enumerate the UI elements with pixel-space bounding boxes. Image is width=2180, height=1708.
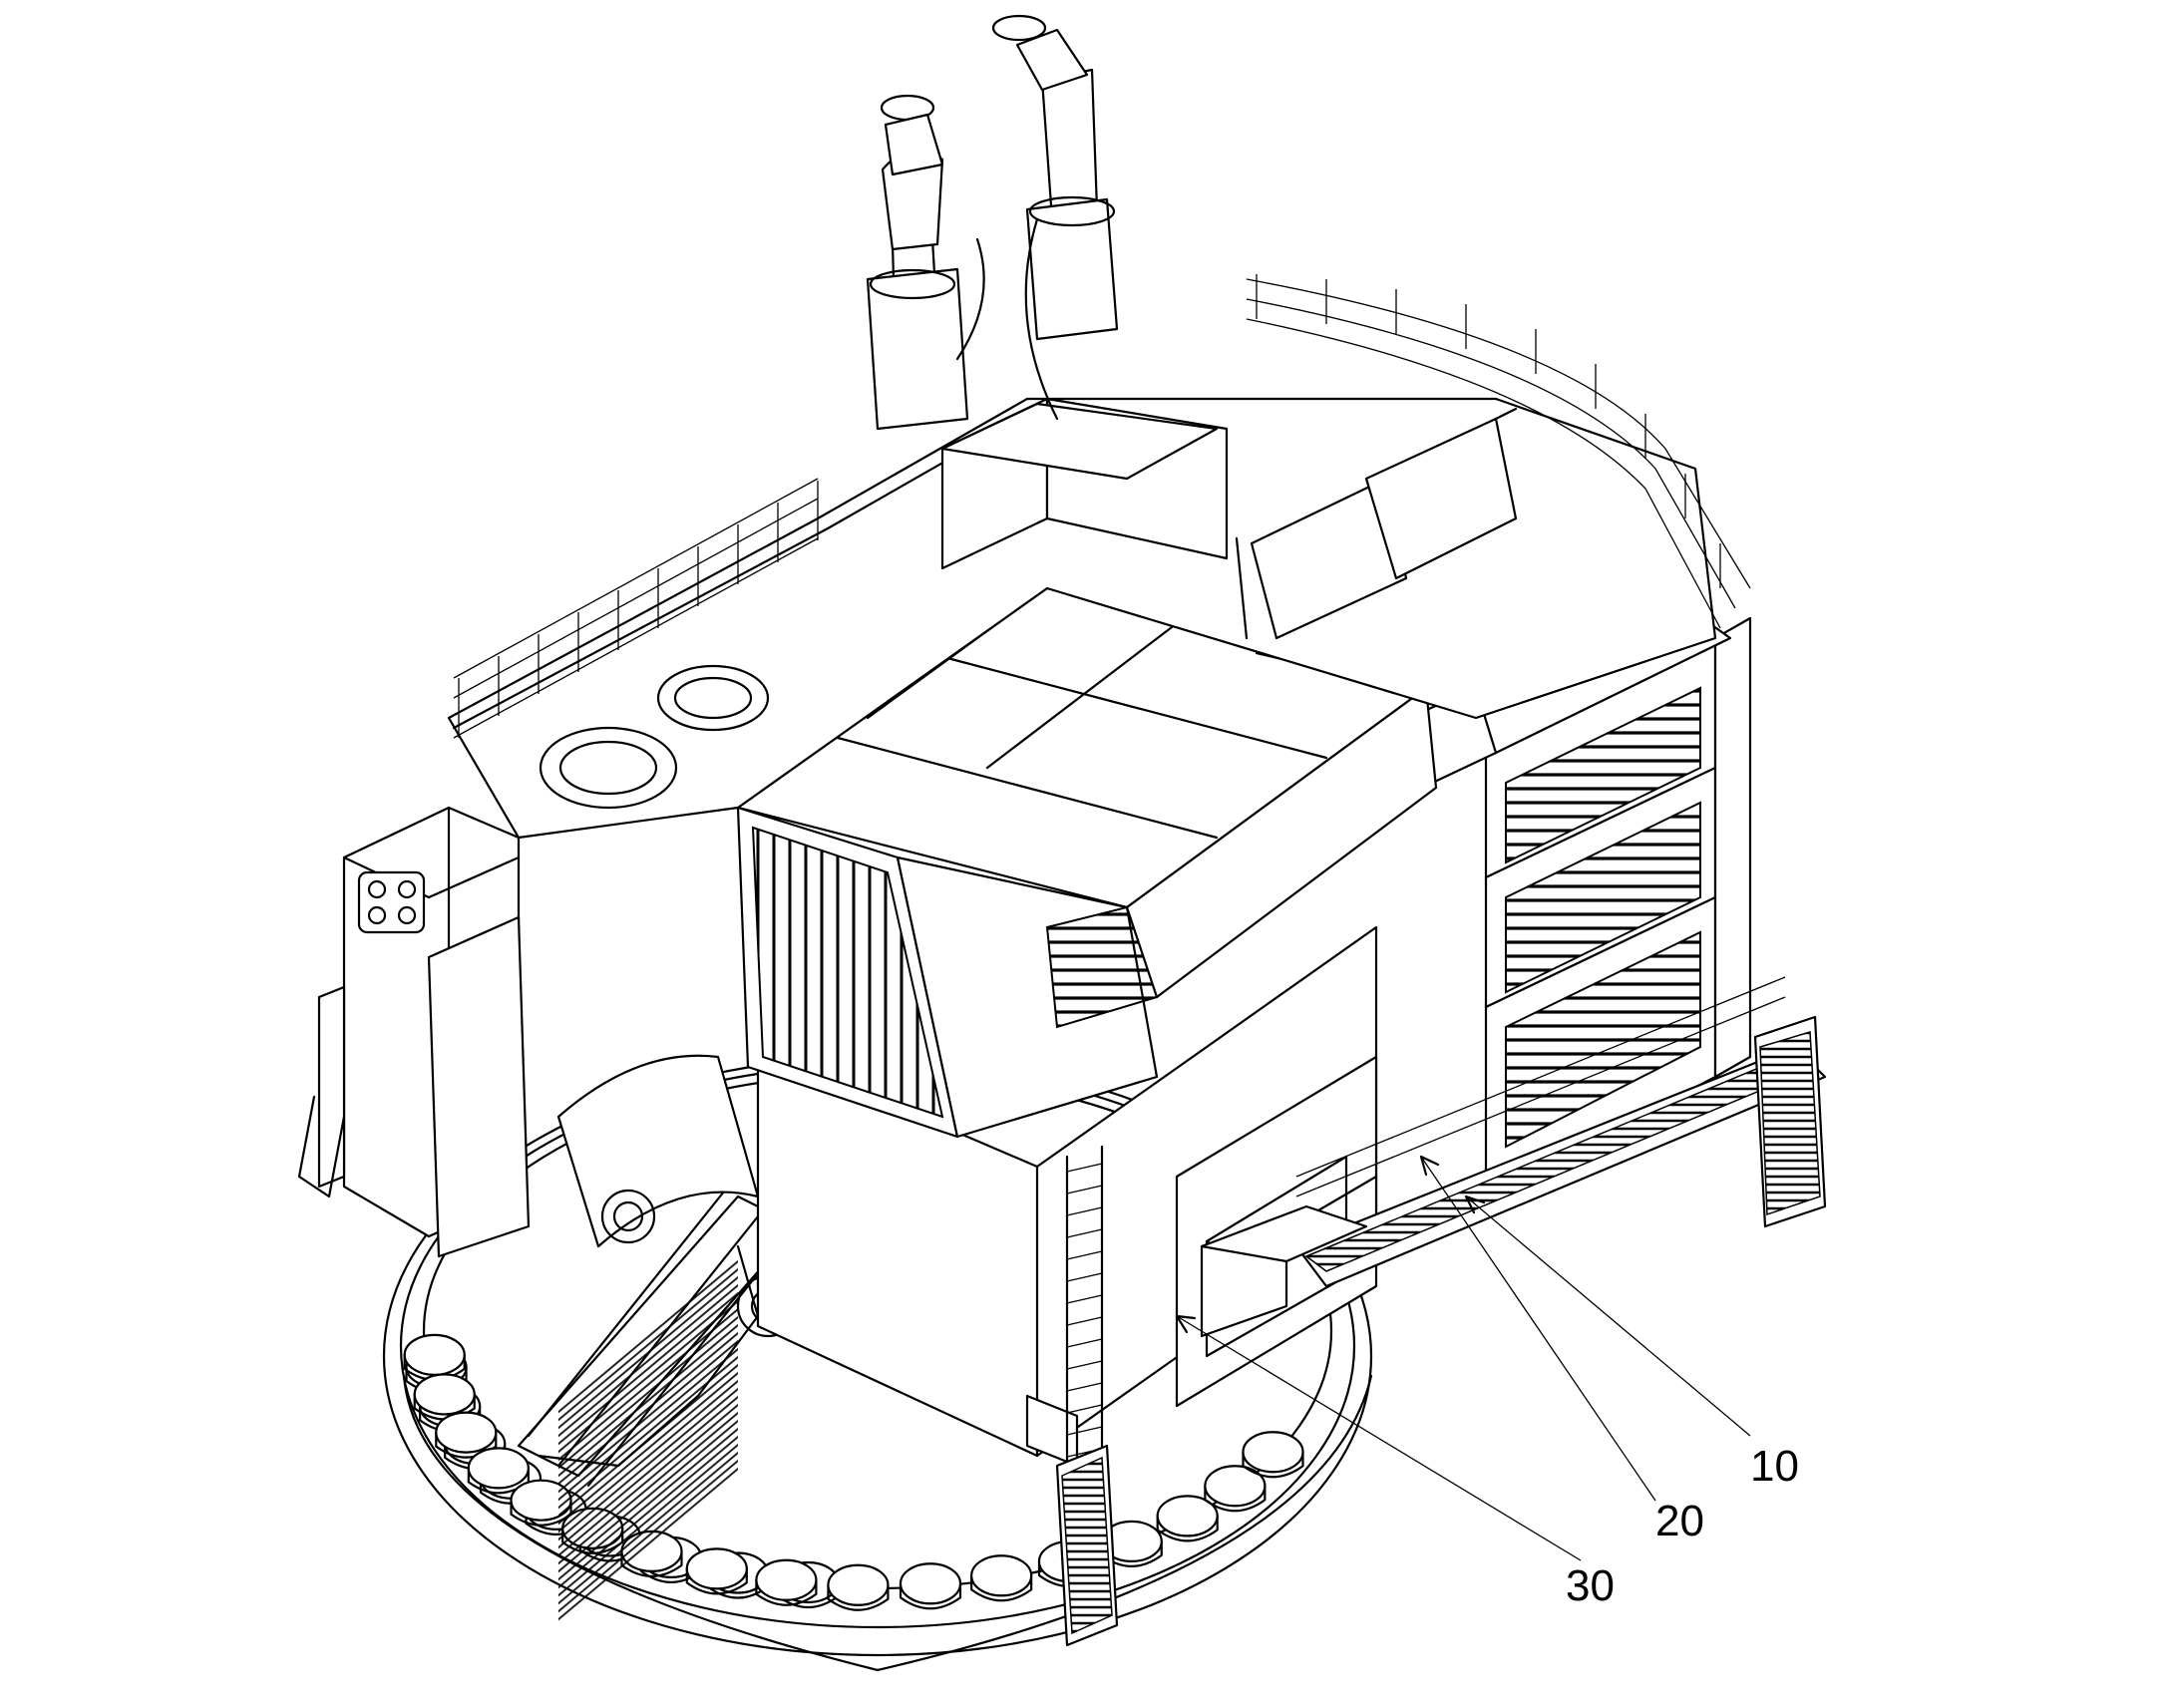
ladder-rung: [1066, 1163, 1103, 1173]
counterweight-puck: [970, 1554, 1033, 1602]
ladder-rung: [1066, 1185, 1103, 1195]
left-cabinet: [297, 806, 531, 1258]
ladder-rung: [1066, 1360, 1103, 1370]
counterweight-puck: [755, 1558, 818, 1606]
counterweight-puck: [1242, 1431, 1304, 1479]
service-box: [1200, 1204, 1368, 1338]
leader-lines: [1175, 1155, 1751, 1561]
ladder-rung: [1066, 1206, 1103, 1216]
top-equipment-boxes: [940, 397, 1518, 640]
counterweight-puck: [413, 1373, 476, 1421]
ladder-rung: [1066, 1272, 1103, 1282]
central-radiator-module: [736, 556, 1468, 1139]
counterweight-puck: [899, 1562, 962, 1610]
right-walkway: [1294, 976, 1827, 1288]
counterweight-puck: [1156, 1495, 1219, 1542]
exhaust-stacks: [866, 14, 1119, 431]
ladder-rung: [1066, 1426, 1103, 1436]
ladder-rung: [1066, 1316, 1103, 1326]
counterweight-puck: [685, 1547, 748, 1595]
ventilation-panels: [1484, 616, 1752, 1198]
bottom-access-stair: [1055, 1444, 1119, 1647]
counterweight-puck: [1204, 1465, 1267, 1513]
ladder-rung: [1066, 1228, 1103, 1238]
counterweight-puck: [827, 1563, 890, 1611]
ladder-rung: [1066, 1250, 1103, 1260]
ladder-rung: [1066, 1294, 1103, 1304]
ladder-rung: [1066, 1338, 1103, 1348]
ladder-rung: [1066, 1382, 1103, 1392]
counterweight-puck: [435, 1411, 498, 1459]
reference-numeral-30: 30: [1566, 1561, 1615, 1610]
ladder-rung: [1066, 1404, 1103, 1414]
reference-numeral-10: 10: [1750, 1442, 1799, 1491]
reference-numeral-20: 20: [1655, 1497, 1704, 1545]
